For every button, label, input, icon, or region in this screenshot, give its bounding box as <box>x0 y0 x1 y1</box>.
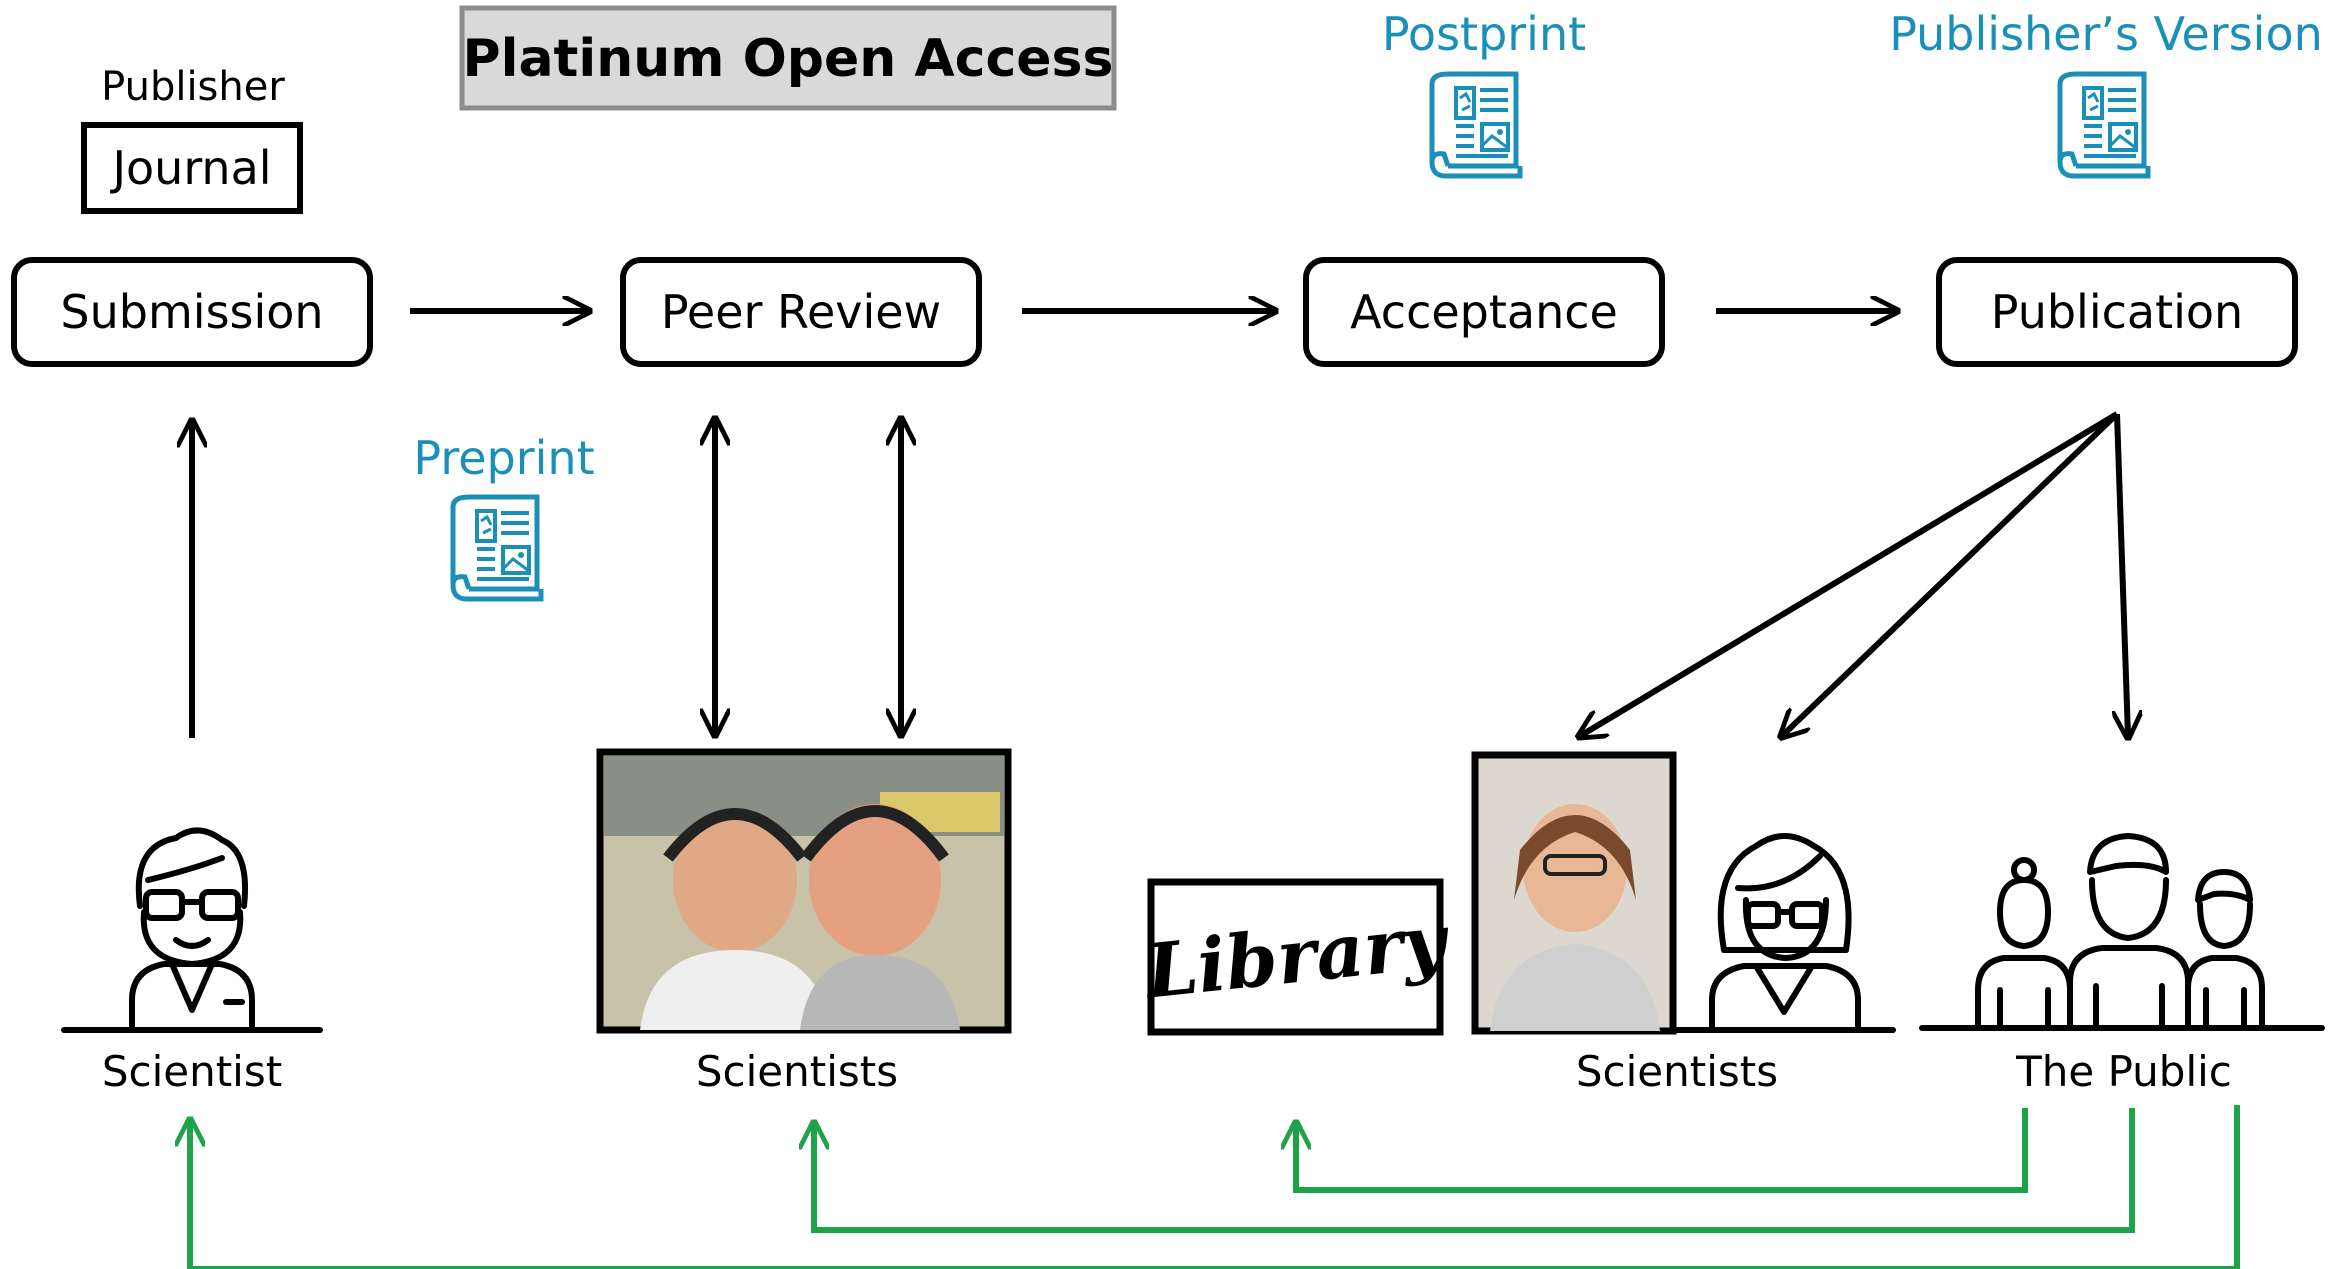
readers-label: Scientists <box>1576 1047 1778 1096</box>
library-sign: Library <box>1140 878 1455 1036</box>
title-box: Platinum Open Access <box>459 5 1117 111</box>
stage-submission: Submission <box>11 257 373 367</box>
stage-publication-label: Publication <box>1991 285 2243 339</box>
public-label: The Public <box>2015 1047 2232 1096</box>
stage-peer-review-label: Peer Review <box>661 285 941 339</box>
arrow-publication-to-public <box>2117 413 2128 736</box>
stage-acceptance: Acceptance <box>1303 257 1665 367</box>
feedback-public-to-scientist <box>190 1105 2240 1269</box>
stage-peer-review: Peer Review <box>620 257 982 367</box>
preprint-document-icon <box>453 497 541 599</box>
publisher-label: Publisher <box>101 64 285 110</box>
scientist-icon <box>61 827 323 1033</box>
stage-acceptance-label: Acceptance <box>1350 285 1618 339</box>
reviewers-label: Scientists <box>696 1047 898 1096</box>
public-group-icon <box>1919 833 2325 1031</box>
reviewers-photo <box>596 748 1012 1034</box>
journal-box: Journal <box>81 122 303 214</box>
publishers-version-label: Publisher’s Version <box>1889 7 2323 61</box>
stage-publication: Publication <box>1936 257 2298 367</box>
page-title: Platinum Open Access <box>463 29 1114 89</box>
reader-photo <box>1471 751 1677 1035</box>
journal-label: Journal <box>109 141 271 195</box>
feedback-public-to-reviewers <box>814 1108 2135 1233</box>
publishers-version-document-icon <box>2060 74 2148 176</box>
arrow-publication-to-reader <box>1782 411 2120 736</box>
stage-submission-label: Submission <box>60 285 323 339</box>
preprint-label: Preprint <box>413 431 594 485</box>
feedback-public-to-library <box>1296 1108 2028 1193</box>
scientist-label: Scientist <box>102 1047 282 1096</box>
arrow-publication-to-reader-photo <box>1580 411 2119 736</box>
postprint-document-icon <box>1432 74 1520 176</box>
woman-scientist-icon <box>1669 833 1896 1033</box>
postprint-label: Postprint <box>1382 7 1586 61</box>
